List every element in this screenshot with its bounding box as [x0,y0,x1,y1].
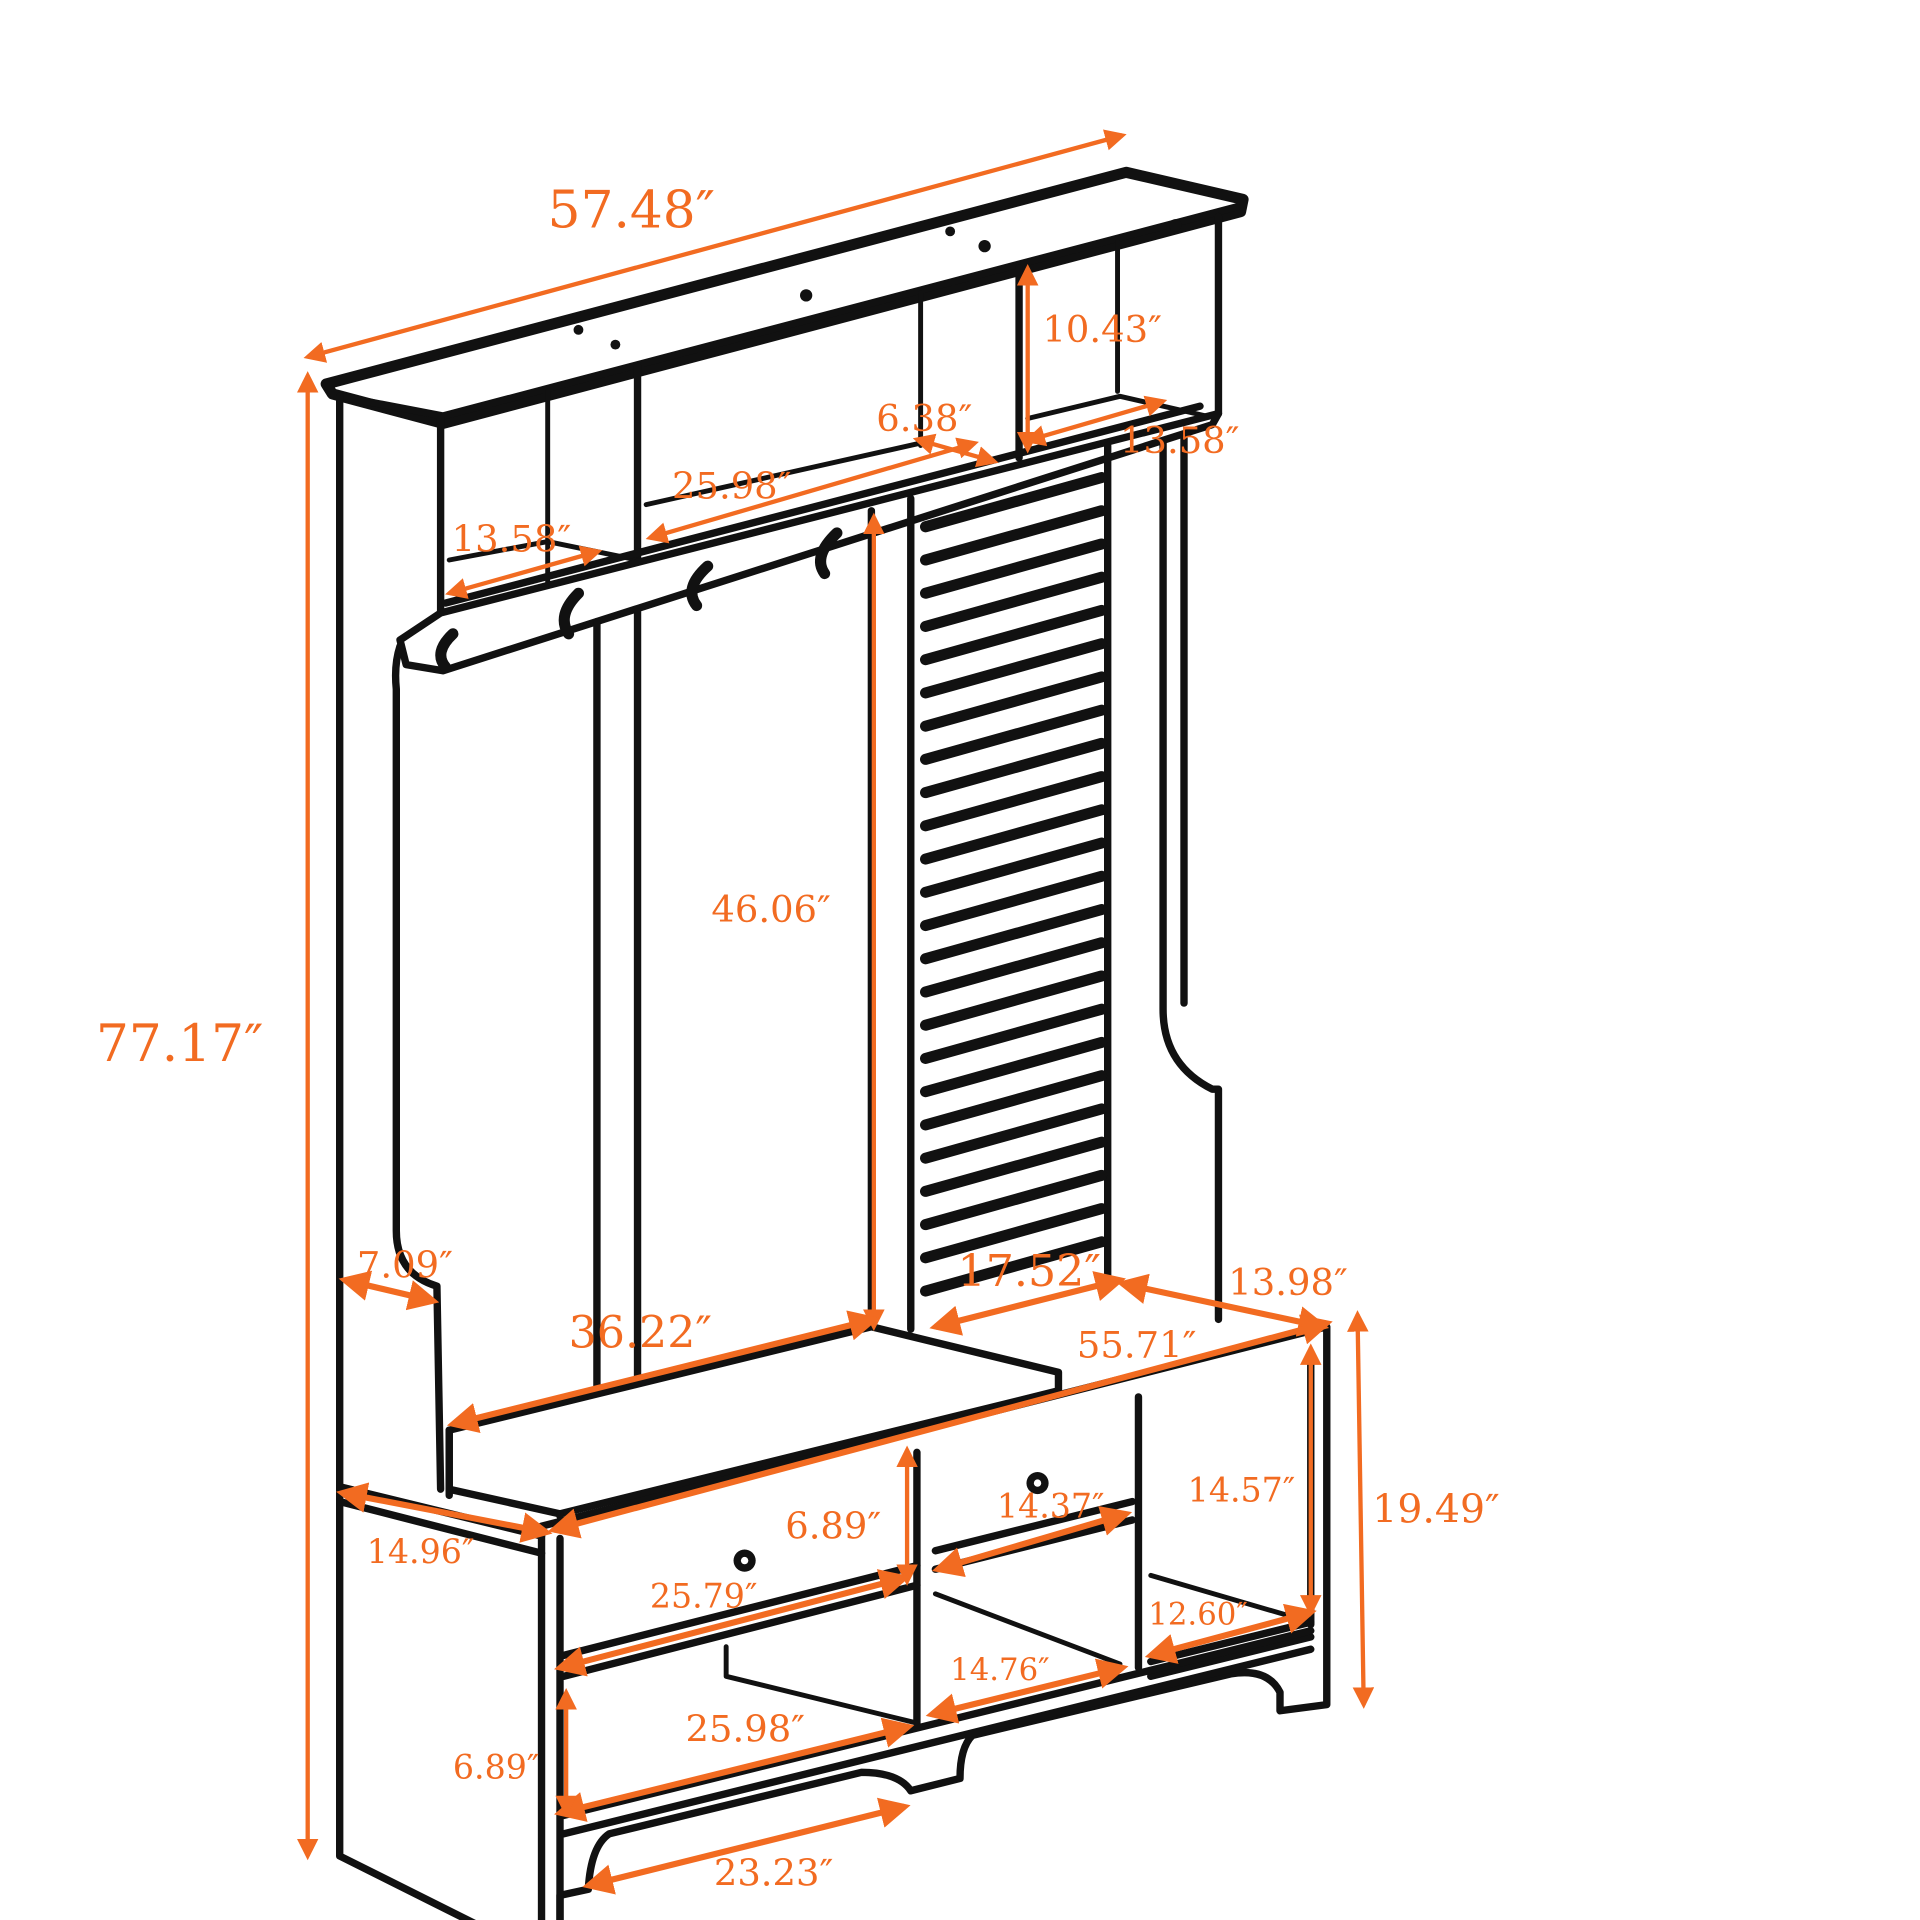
label-bench-width: 36.22″ [569,1308,712,1359]
crown-peg [573,324,584,335]
crown-peg [610,339,621,350]
label-top-divider-gap: 6.38″ [876,397,972,440]
crown-peg [1169,219,1182,232]
dimension-labels: 57.48″ 77.17″ 10.43″ 13.58″ 6.38″ 25.98″… [96,181,1500,1895]
label-bottom-cubby-width: 25.98″ [686,1708,805,1751]
dim-line-top-left-depth [445,545,603,599]
coat-hook-icon [435,628,459,673]
left-side-outer [336,392,476,1920]
left-side-cutout [391,642,445,1493]
crown-peg [978,240,991,253]
dim-line-overall-width [303,129,1127,363]
label-drawer-height: 6.89″ [785,1504,881,1547]
crown-peg [800,289,813,302]
label-right-cubby-height: 14.57″ [1188,1471,1296,1510]
label-side-depth: 14.96″ [367,1532,475,1571]
right-side-outer-cutout [1159,439,1223,1324]
label-plinth-cutout: 23.23″ [714,1852,833,1895]
label-top-middle-width: 25.98″ [672,464,791,507]
dim-line-small-drawer [931,1506,1133,1578]
label-top-left-depth: 13.58″ [452,517,571,560]
dim-line-base-height [1347,1310,1375,1709]
middle-cubby-back [932,1591,1123,1667]
label-large-drawer-width: 25.79″ [650,1576,758,1615]
crown-peg [945,226,956,237]
slatted-panel [920,472,1108,1297]
label-side-offset: 7.09″ [357,1244,453,1287]
label-slatted-panel-width: 17.52″ [958,1246,1101,1297]
dim-line-side-offset [338,1270,440,1311]
label-hanging-height: 46.06″ [711,888,830,931]
dim-line-plinth-cutout [582,1797,911,1895]
label-bottom-cubby-height: 6.89″ [453,1747,539,1786]
label-overall-width: 57.48″ [548,181,715,241]
dim-line-base-width [547,1314,1333,1539]
label-right-cubby-depth: 12.60″ [1148,1597,1248,1633]
label-top-right-depth: 13.58″ [1120,419,1239,462]
dim-line-middle-cubby [925,1658,1129,1724]
label-base-width: 55.71″ [1077,1324,1196,1367]
slatted-panel-frame [907,441,1112,1333]
label-base-height: 19.49″ [1372,1486,1499,1532]
label-top-cubby-height: 10.43″ [1042,308,1161,351]
dim-line-right-cubby-depth [1144,1603,1317,1664]
dim-line-side-depth [336,1482,553,1543]
label-right-top-depth: 13.98″ [1228,1261,1347,1304]
dimension-lines [296,129,1375,1895]
crown-shelf [320,166,1249,429]
coat-hook-icon [686,560,714,612]
label-small-drawer-width: 14.37″ [997,1487,1105,1526]
dim-line-top-right-depth [1023,395,1168,447]
dim-line-top-middle [645,437,979,544]
label-overall-height: 77.17″ [96,1014,263,1074]
dim-line-large-drawer [554,1569,911,1677]
label-middle-cubby-width: 14.76″ [950,1652,1050,1688]
